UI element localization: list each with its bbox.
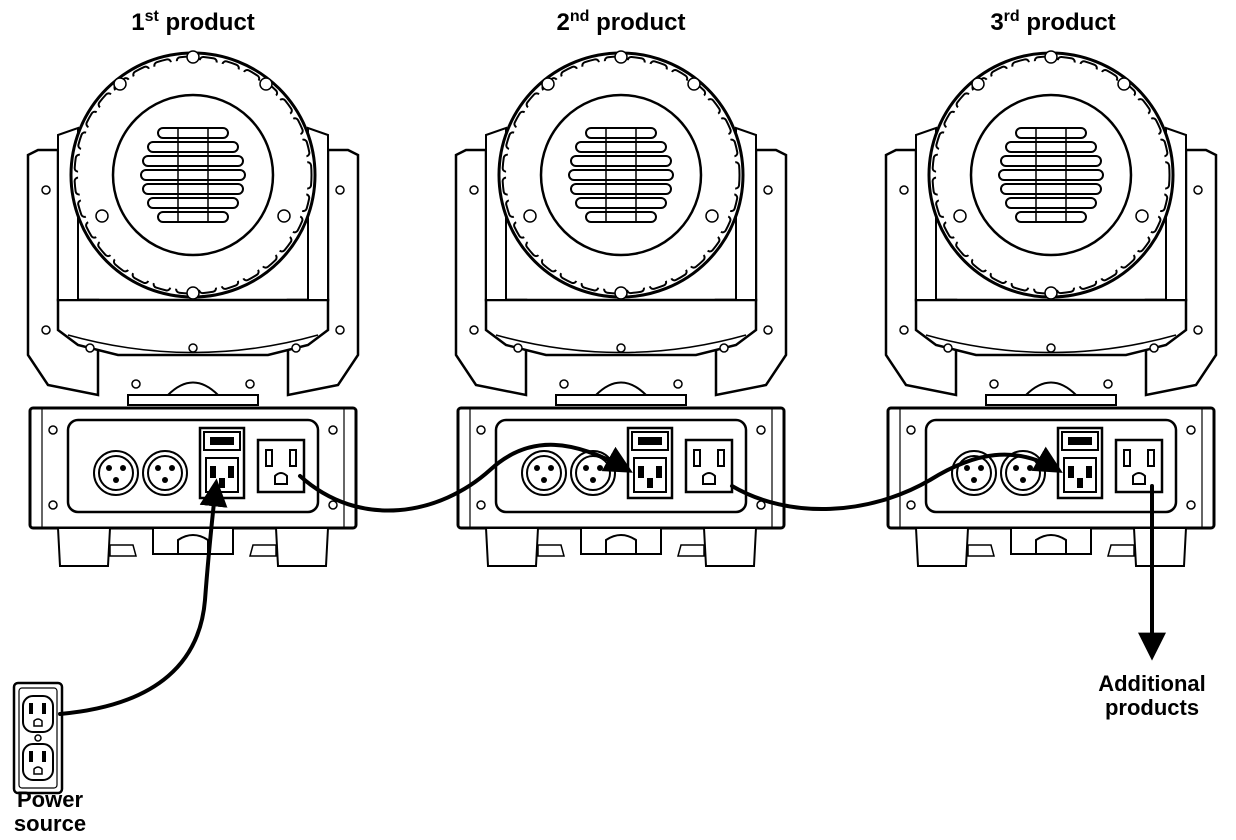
power-source-outlet <box>12 681 64 795</box>
additional-products-line-1: Additional <box>1098 671 1206 696</box>
product-3-label: product <box>1019 9 1116 36</box>
power-source-label: Power source <box>0 788 100 836</box>
product-1-ordinal: st <box>144 8 159 25</box>
product-1-number: 1 <box>131 9 145 36</box>
additional-products-label: Additional products <box>1062 672 1236 720</box>
power-source-line-2: source <box>13 811 87 836</box>
product-2-number: 2 <box>556 9 570 36</box>
product-2-ordinal: nd <box>569 8 590 25</box>
product-1-title: 1st product <box>73 8 313 36</box>
fixture-3 <box>886 51 1216 566</box>
product-3-number: 3 <box>990 9 1004 36</box>
power-source-line-1: Power <box>16 787 84 812</box>
cable-product-2-to-product-3 <box>730 446 1063 512</box>
cable-source-to-product-1 <box>58 478 228 716</box>
additional-products-line-2: products <box>1104 695 1200 720</box>
product-2-title: 2nd product <box>501 8 741 36</box>
fixture-1 <box>28 51 358 566</box>
product-3-ordinal: rd <box>1003 8 1020 25</box>
cable-product-1-to-product-2 <box>298 442 633 513</box>
product-2-label: product <box>589 9 686 36</box>
product-1-label: product <box>158 9 255 36</box>
product-3-title: 3rd product <box>933 8 1173 36</box>
